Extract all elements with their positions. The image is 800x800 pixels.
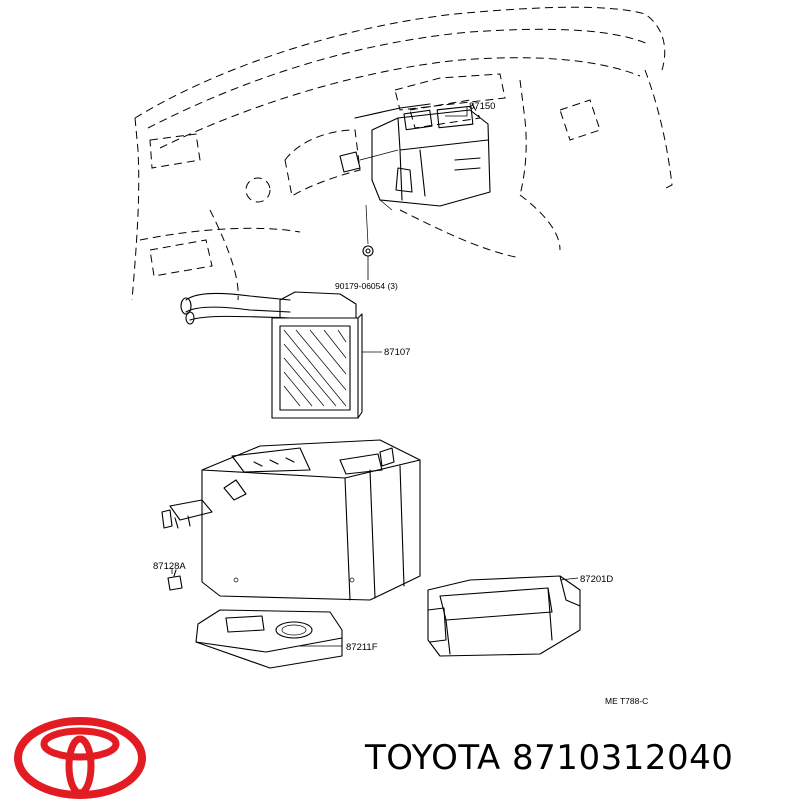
label-90179: 90179-06054 (3) (335, 281, 398, 291)
cover-87211F (195, 609, 343, 669)
diagram-code: ME T788-C (605, 696, 648, 706)
duct-87201D (427, 575, 581, 657)
label-87211F: 87211F (346, 642, 378, 653)
label-87128A: 87128A (153, 561, 186, 572)
label-87107: 87107 (384, 347, 410, 358)
part-number: 8710312040 (512, 738, 734, 778)
label-87201D: 87201D (580, 574, 613, 585)
leader-lines (171, 107, 579, 647)
label-87150: 87150 (469, 101, 495, 112)
heater-case (161, 439, 421, 601)
clip-87128A (167, 569, 183, 591)
brand-name: TOYOTA (365, 738, 501, 778)
brand-part-title: TOYOTA 8710312040 (365, 738, 733, 778)
nut-90179 (362, 204, 374, 257)
heater-core-87107 (180, 291, 363, 419)
dashboard-outline (131, 6, 673, 301)
toyota-logo-icon (14, 717, 146, 799)
heater-unit-87150 (339, 103, 491, 211)
